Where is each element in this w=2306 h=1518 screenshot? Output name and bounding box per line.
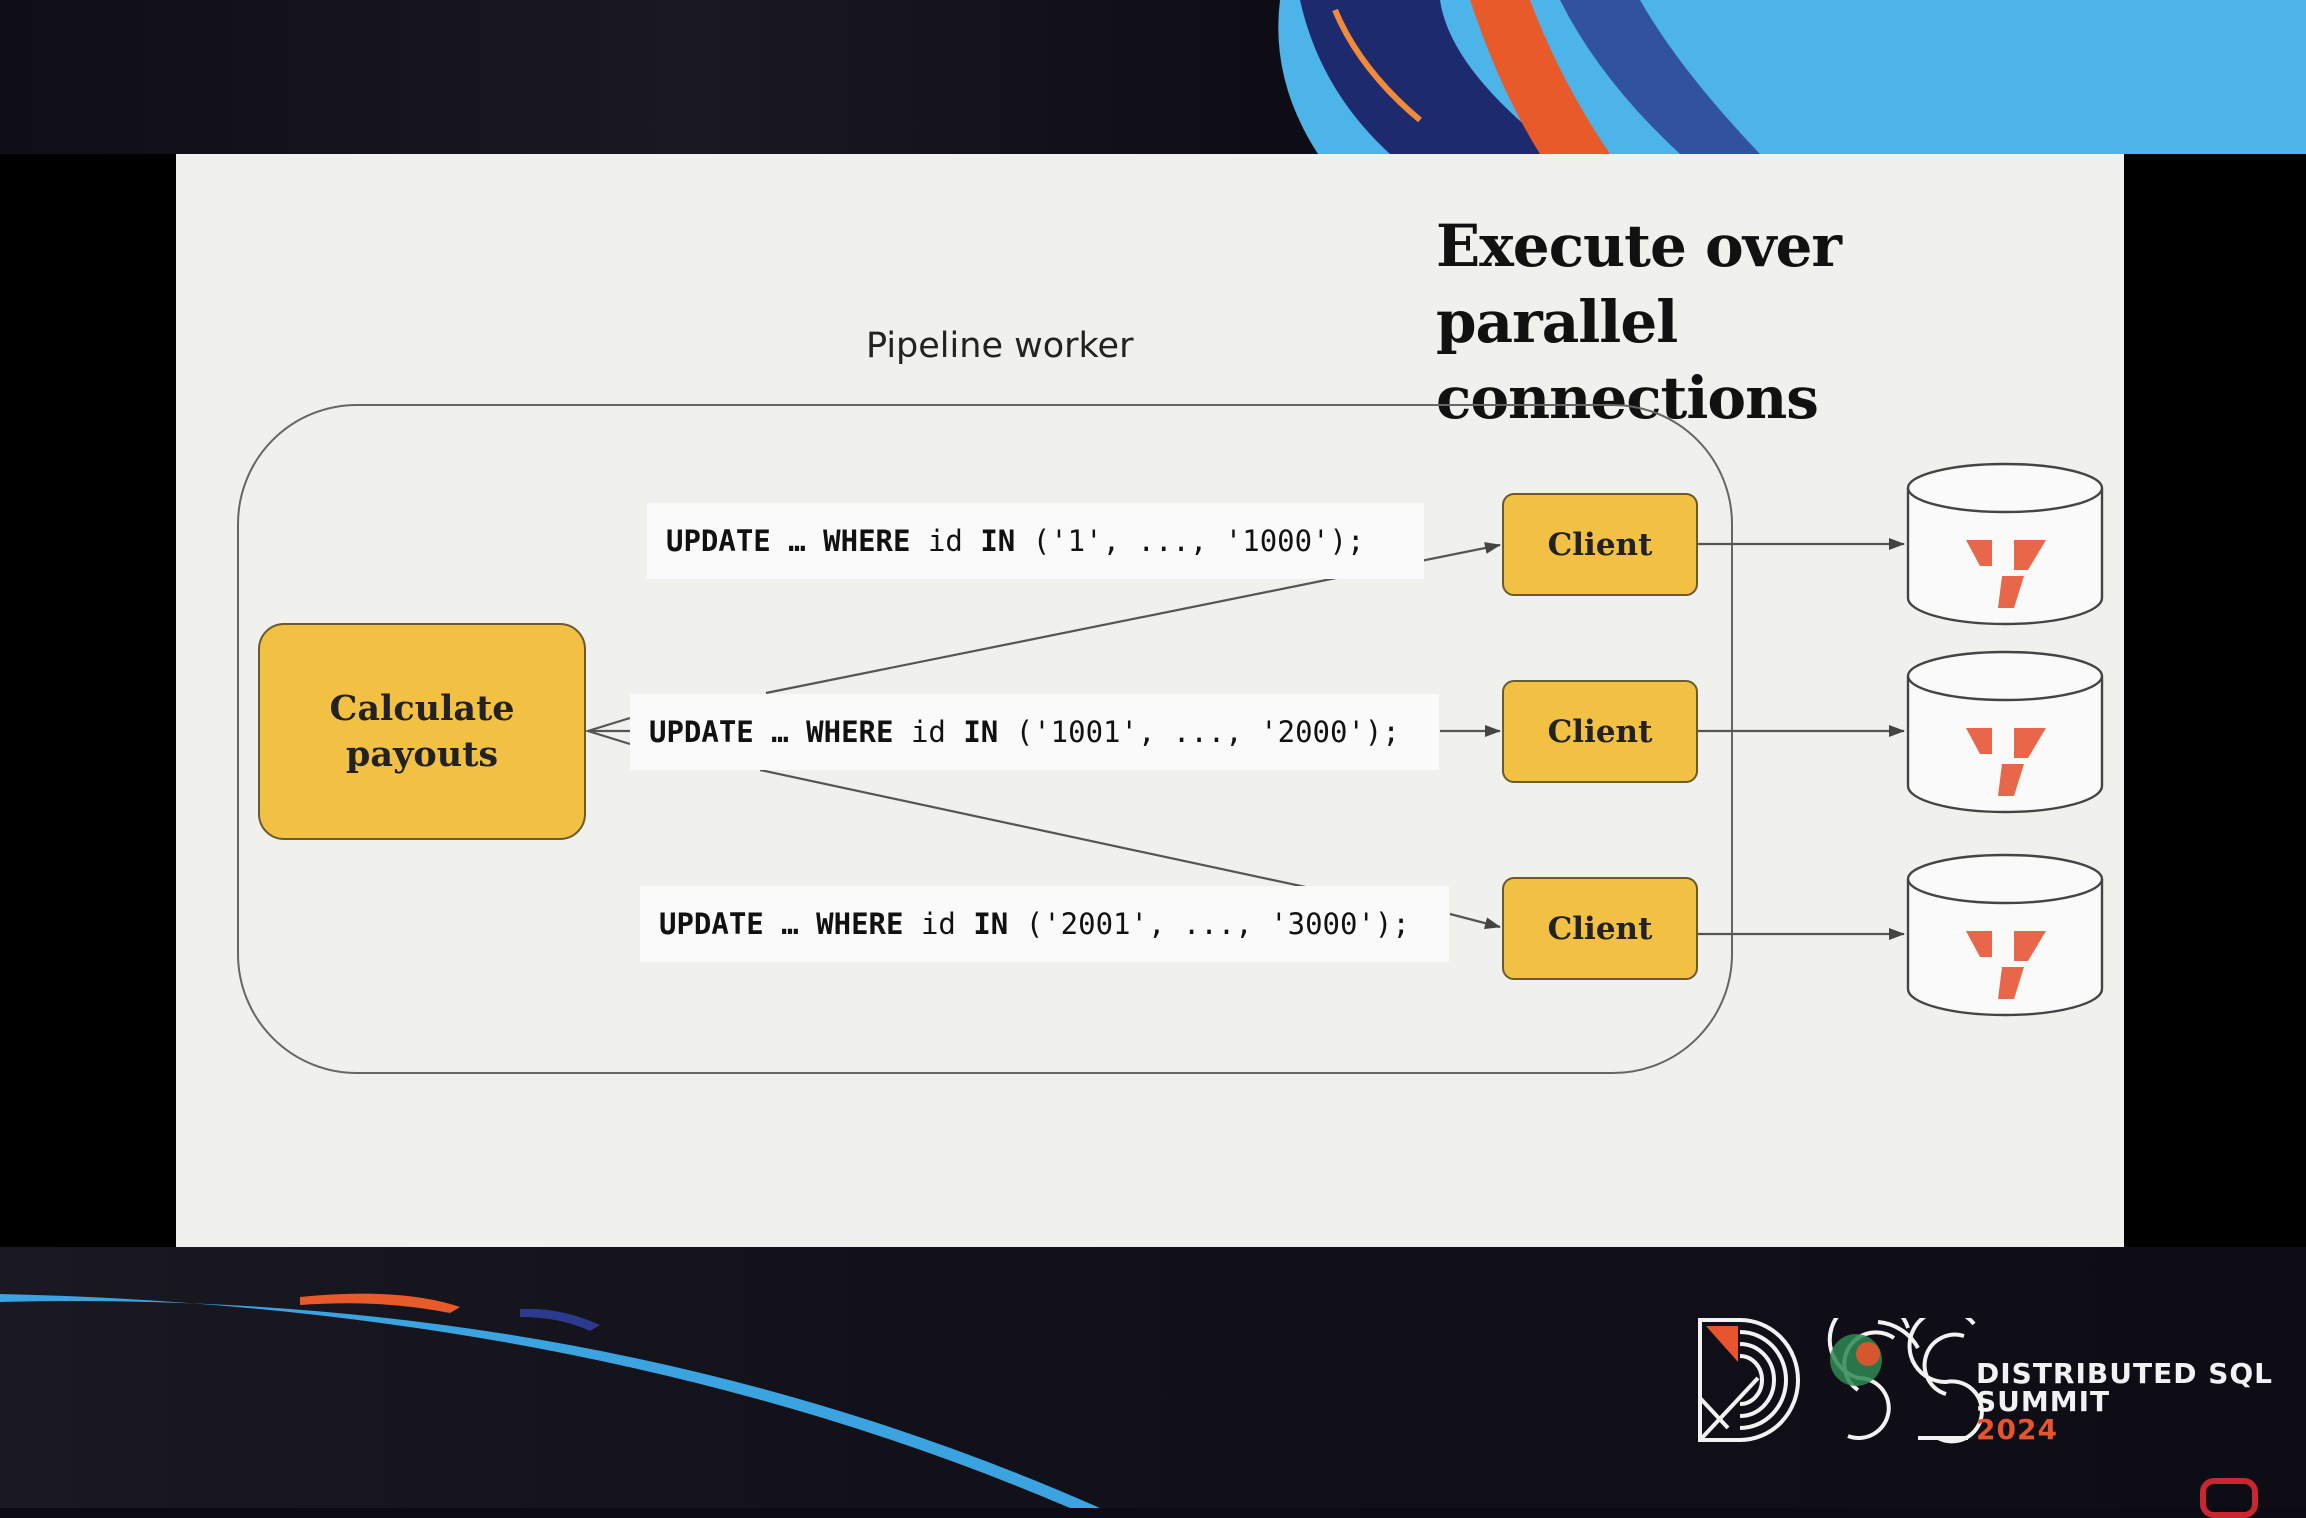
keyword-in: IN <box>973 907 1009 941</box>
query-1: UPDATE … WHERE id IN ('1', ..., '1000'); <box>647 503 1424 579</box>
event-name: DISTRIBUTED SQL SUMMIT 2024 <box>1976 1360 2273 1444</box>
column-name: id <box>910 715 946 749</box>
database-cylinder-1 <box>1906 462 2104 626</box>
calculate-payouts-box: Calculate payouts <box>258 623 586 840</box>
background-top-artwork <box>0 0 2306 154</box>
query-args: ('1001', ..., '2000'); <box>1015 715 1400 749</box>
query-3: UPDATE … WHERE id IN ('2001', ..., '3000… <box>640 886 1449 962</box>
keyword-update: UPDATE <box>666 524 771 558</box>
query-args: ('1', ..., '1000'); <box>1032 524 1365 558</box>
pipeline-worker-label: Pipeline worker <box>866 326 1134 366</box>
event-line2: SUMMIT <box>1976 1385 2111 1418</box>
keyword-where: WHERE <box>816 907 904 941</box>
ellipsis: … <box>781 907 799 941</box>
event-line1: DISTRIBUTED SQL <box>1976 1357 2274 1390</box>
slide-title-line1: Execute over parallel <box>1436 212 1842 356</box>
keyword-in: IN <box>980 524 1016 558</box>
client-box-2: Client <box>1502 680 1698 783</box>
pipeline-worker-container <box>237 404 1733 1074</box>
keyword-update: UPDATE <box>659 907 764 941</box>
client-box-1: Client <box>1502 493 1698 596</box>
yugabyte-db-icon <box>1966 728 2046 796</box>
keyword-update: UPDATE <box>649 715 754 749</box>
corner-badge-icon <box>2200 1478 2258 1518</box>
ellipsis: … <box>788 524 806 558</box>
yugabyte-db-icon <box>1966 931 2046 999</box>
slide-title: Execute over parallel connections <box>1436 208 2086 436</box>
query-args: ('2001', ..., '3000'); <box>1025 907 1410 941</box>
column-name: id <box>920 907 956 941</box>
keyword-where: WHERE <box>806 715 894 749</box>
keyword-where: WHERE <box>823 524 911 558</box>
client-box-3: Client <box>1502 877 1698 980</box>
yugabyte-db-icon <box>1966 540 2046 608</box>
dss-summit-logo-icon <box>1698 1318 1984 1444</box>
event-year: 2024 <box>1976 1413 2058 1446</box>
database-cylinder-3 <box>1906 853 2104 1017</box>
database-cylinder-2 <box>1906 650 2104 814</box>
column-name: id <box>927 524 963 558</box>
calculate-payouts-label: Calculate payouts <box>329 687 515 775</box>
ellipsis: … <box>771 715 789 749</box>
background-bottom-artwork <box>0 1247 2306 1508</box>
query-2: UPDATE … WHERE id IN ('1001', ..., '2000… <box>630 694 1439 770</box>
keyword-in: IN <box>963 715 999 749</box>
